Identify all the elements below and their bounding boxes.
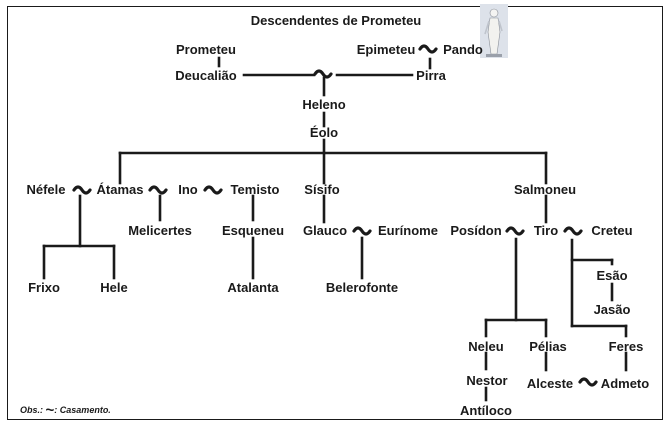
legend-text: : Casamento. — [54, 405, 111, 415]
person-atalanta: Atalanta — [227, 280, 279, 295]
marriage-symbol — [148, 185, 168, 195]
person-eolo: Éolo — [309, 125, 339, 140]
person-esao: Esão — [596, 268, 628, 283]
person-posidon: Posídon — [450, 223, 502, 238]
person-nestor: Nestor — [466, 373, 508, 388]
person-admeto: Admeto — [600, 376, 650, 391]
person-creteu: Creteu — [591, 223, 633, 238]
marriage-symbol — [203, 185, 223, 195]
person-belerofonte: Belerofonte — [325, 280, 399, 295]
marriage-symbol — [72, 185, 92, 195]
person-nefele: Néfele — [26, 182, 66, 197]
person-pirra: Pirra — [416, 68, 446, 83]
person-epimeteu: Epimeteu — [356, 42, 416, 57]
pandora-statue-image — [480, 4, 508, 58]
person-melicertes: Melicertes — [128, 223, 192, 238]
person-glauco: Glauco — [302, 223, 348, 238]
legend-note: Obs.: ~: Casamento. — [20, 401, 111, 419]
person-pelias: Pélias — [529, 339, 567, 354]
marriage-symbol — [418, 44, 438, 54]
marriage-symbol — [313, 69, 333, 79]
person-neleu: Neleu — [468, 339, 504, 354]
person-salmoneu: Salmoneu — [513, 182, 577, 197]
person-esqueneu: Esqueneu — [221, 223, 285, 238]
marriage-symbol — [563, 226, 583, 236]
person-heleno: Heleno — [302, 97, 346, 112]
person-ino: Ino — [178, 182, 198, 197]
person-tiro: Tiro — [533, 223, 559, 238]
marriage-symbol — [578, 377, 598, 387]
person-eurinome: Eurínome — [378, 223, 438, 238]
marriage-symbol — [352, 226, 372, 236]
person-pandora: Pando — [443, 42, 483, 57]
legend-prefix: Obs.: — [20, 405, 44, 415]
person-feres: Feres — [608, 339, 644, 354]
legend-marriage-symbol: ~ — [45, 401, 55, 419]
person-frixo: Frixo — [28, 280, 60, 295]
diagram-frame — [7, 6, 663, 420]
person-antiloco: Antíloco — [460, 403, 512, 418]
person-atamas: Átamas — [96, 182, 144, 197]
person-jasao: Jasão — [593, 302, 631, 317]
person-deucaliao: Deucalião — [175, 68, 237, 83]
person-temisto: Temisto — [230, 182, 280, 197]
diagram-title: Descendentes de Prometeu — [250, 13, 422, 28]
marriage-symbol — [505, 226, 525, 236]
person-prometeu: Prometeu — [176, 42, 236, 57]
person-hele: Hele — [100, 280, 128, 295]
person-sisifo: Sísifo — [304, 182, 340, 197]
person-alceste: Alceste — [526, 376, 574, 391]
